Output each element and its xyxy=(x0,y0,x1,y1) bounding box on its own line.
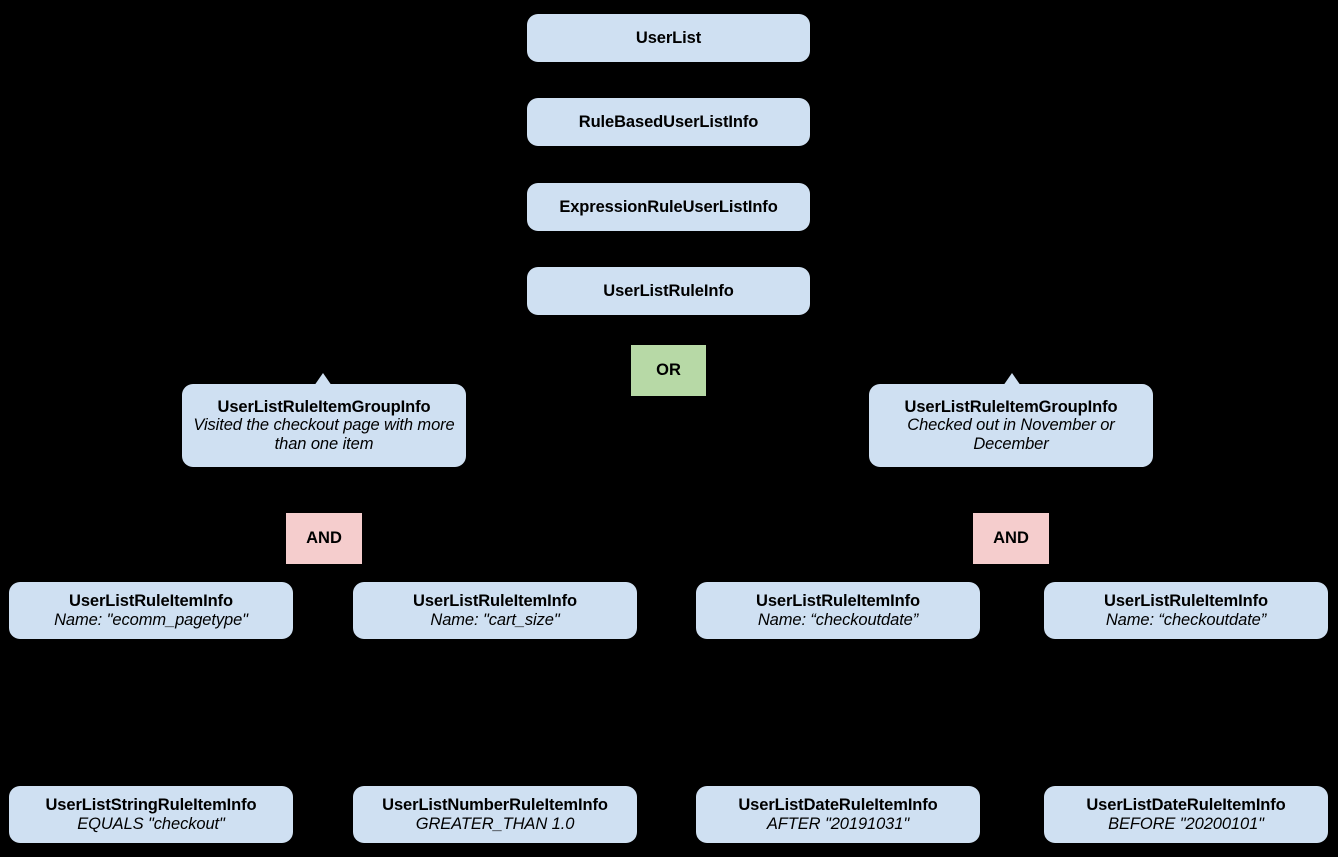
node-ruleitem-1-title: UserListRuleItemInfo xyxy=(413,592,577,611)
node-userlistruleinfo-title: UserListRuleInfo xyxy=(603,281,734,300)
node-ruleitem-3[interactable]: UserListRuleItemInfo Name: “checkoutdate… xyxy=(1044,582,1328,639)
node-userlistruleinfo[interactable]: UserListRuleInfo xyxy=(527,267,810,315)
node-userlist[interactable]: UserList xyxy=(527,14,810,62)
operator-and-right-label: AND xyxy=(993,529,1029,547)
node-leaf-0-detail: EQUALS "checkout" xyxy=(77,814,225,833)
node-leaf-1[interactable]: UserListNumberRuleItemInfo GREATER_THAN … xyxy=(353,786,637,843)
node-leaf-3-title: UserListDateRuleItemInfo xyxy=(1086,796,1286,815)
node-rulebaseduserlistinfo[interactable]: RuleBasedUserListInfo xyxy=(527,98,810,146)
node-ruleitem-3-detail: Name: “checkoutdate” xyxy=(1105,610,1267,629)
node-leaf-3-detail: BEFORE "20200101" xyxy=(1108,814,1264,833)
node-ruleitem-1-detail: Name: "cart_size" xyxy=(430,610,560,629)
node-leaf-2-detail: AFTER "20191031" xyxy=(766,814,910,833)
node-rulebaseduserlistinfo-title: RuleBasedUserListInfo xyxy=(578,112,759,131)
node-leaf-0[interactable]: UserListStringRuleItemInfo EQUALS "check… xyxy=(9,786,293,843)
edge-userlist-to-rulebased xyxy=(668,62,670,96)
node-ruleitem-2[interactable]: UserListRuleItemInfo Name: “checkoutdate… xyxy=(696,582,980,639)
node-group-left[interactable]: UserListRuleItemGroupInfo Visited the ch… xyxy=(182,384,466,467)
node-ruleitem-2-title: UserListRuleItemInfo xyxy=(756,592,920,611)
edge-ruleitem-2-to-leaf-2 xyxy=(837,639,839,786)
node-ruleitem-2-detail: Name: “checkoutdate” xyxy=(757,610,919,629)
group-right-arrow-icon xyxy=(1003,373,1021,386)
operator-or[interactable]: OR xyxy=(631,345,706,396)
node-expressionruleuserlistinfo-title: ExpressionRuleUserListInfo xyxy=(559,197,778,216)
node-leaf-1-title: UserListNumberRuleItemInfo xyxy=(382,796,608,815)
edge-expression-to-ruleinfo xyxy=(668,232,670,266)
edge-rulebased-to-expression xyxy=(668,147,670,181)
operator-or-label: OR xyxy=(656,361,681,379)
node-group-right[interactable]: UserListRuleItemGroupInfo Checked out in… xyxy=(869,384,1153,467)
node-group-right-description: Checked out in November or December xyxy=(907,416,1115,453)
operator-and-right[interactable]: AND xyxy=(973,513,1049,564)
node-leaf-1-detail: GREATER_THAN 1.0 xyxy=(415,814,575,833)
operator-and-left-label: AND xyxy=(306,529,342,547)
node-ruleitem-3-title: UserListRuleItemInfo xyxy=(1104,592,1268,611)
node-leaf-3[interactable]: UserListDateRuleItemInfo BEFORE "2020010… xyxy=(1044,786,1328,843)
edge-ruleitem-3-to-leaf-3 xyxy=(1185,639,1187,786)
edge-ruleinfo-to-or xyxy=(668,316,670,345)
node-leaf-0-title: UserListStringRuleItemInfo xyxy=(45,796,257,815)
node-leaf-2[interactable]: UserListDateRuleItemInfo AFTER "20191031… xyxy=(696,786,980,843)
node-leaf-2-title: UserListDateRuleItemInfo xyxy=(738,796,938,815)
operator-and-left[interactable]: AND xyxy=(286,513,362,564)
node-ruleitem-1[interactable]: UserListRuleItemInfo Name: "cart_size" xyxy=(353,582,637,639)
node-expressionruleuserlistinfo[interactable]: ExpressionRuleUserListInfo xyxy=(527,183,810,231)
node-group-left-description: Visited the checkout page with more than… xyxy=(193,416,455,453)
node-group-right-title: UserListRuleItemGroupInfo xyxy=(904,397,1118,416)
edge-ruleitem-0-to-leaf-0 xyxy=(150,639,152,786)
node-ruleitem-0-title: UserListRuleItemInfo xyxy=(69,592,233,611)
node-group-left-title: UserListRuleItemGroupInfo xyxy=(217,397,431,416)
node-ruleitem-0[interactable]: UserListRuleItemInfo Name: "ecomm_pagety… xyxy=(9,582,293,639)
edge-ruleitem-1-to-leaf-1 xyxy=(494,639,496,786)
node-userlist-title: UserList xyxy=(635,28,702,47)
group-left-arrow-icon xyxy=(314,373,332,386)
node-ruleitem-0-detail: Name: "ecomm_pagetype" xyxy=(54,610,248,629)
